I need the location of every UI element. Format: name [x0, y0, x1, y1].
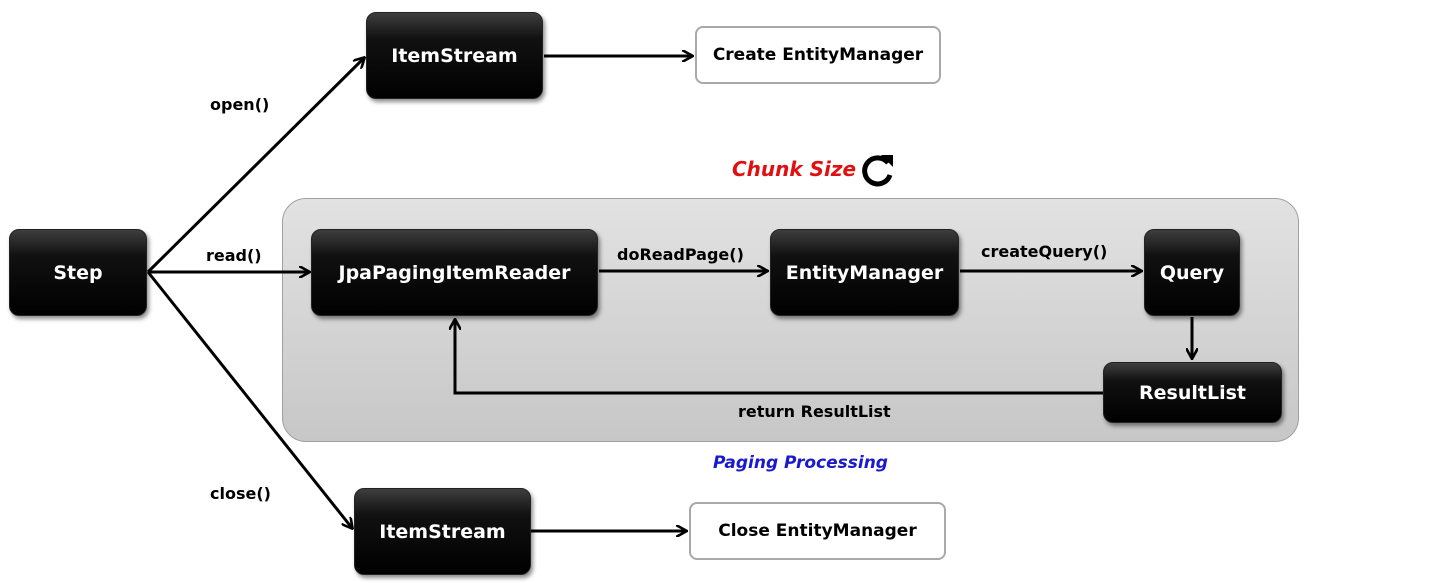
jpa-paging-item-reader-node: JpaPagingItemReader	[311, 229, 598, 316]
label-do-read-page: doReadPage()	[617, 245, 744, 264]
label-read: read()	[206, 246, 262, 265]
refresh-icon	[862, 155, 893, 187]
item-stream-open-node: ItemStream	[366, 12, 543, 99]
label-close: close()	[210, 484, 271, 503]
query-node: Query	[1144, 229, 1240, 316]
edge-return-result-list	[455, 320, 1103, 395]
edge-close	[146, 271, 352, 528]
step-node: Step	[9, 229, 147, 316]
label-create-query: createQuery()	[981, 242, 1108, 261]
label-return-result-list: return ResultList	[738, 402, 891, 421]
result-list-node: ResultList	[1103, 362, 1282, 423]
close-entity-manager-node: Close EntityManager	[689, 502, 946, 560]
label-open: open()	[210, 95, 270, 114]
edge-open	[146, 58, 364, 274]
item-stream-close-node: ItemStream	[354, 488, 531, 575]
entity-manager-node: EntityManager	[770, 229, 959, 316]
chunk-size-label: Chunk Size	[732, 157, 857, 181]
paging-processing-label: Paging Processing	[713, 453, 888, 473]
create-entity-manager-node: Create EntityManager	[695, 26, 941, 84]
